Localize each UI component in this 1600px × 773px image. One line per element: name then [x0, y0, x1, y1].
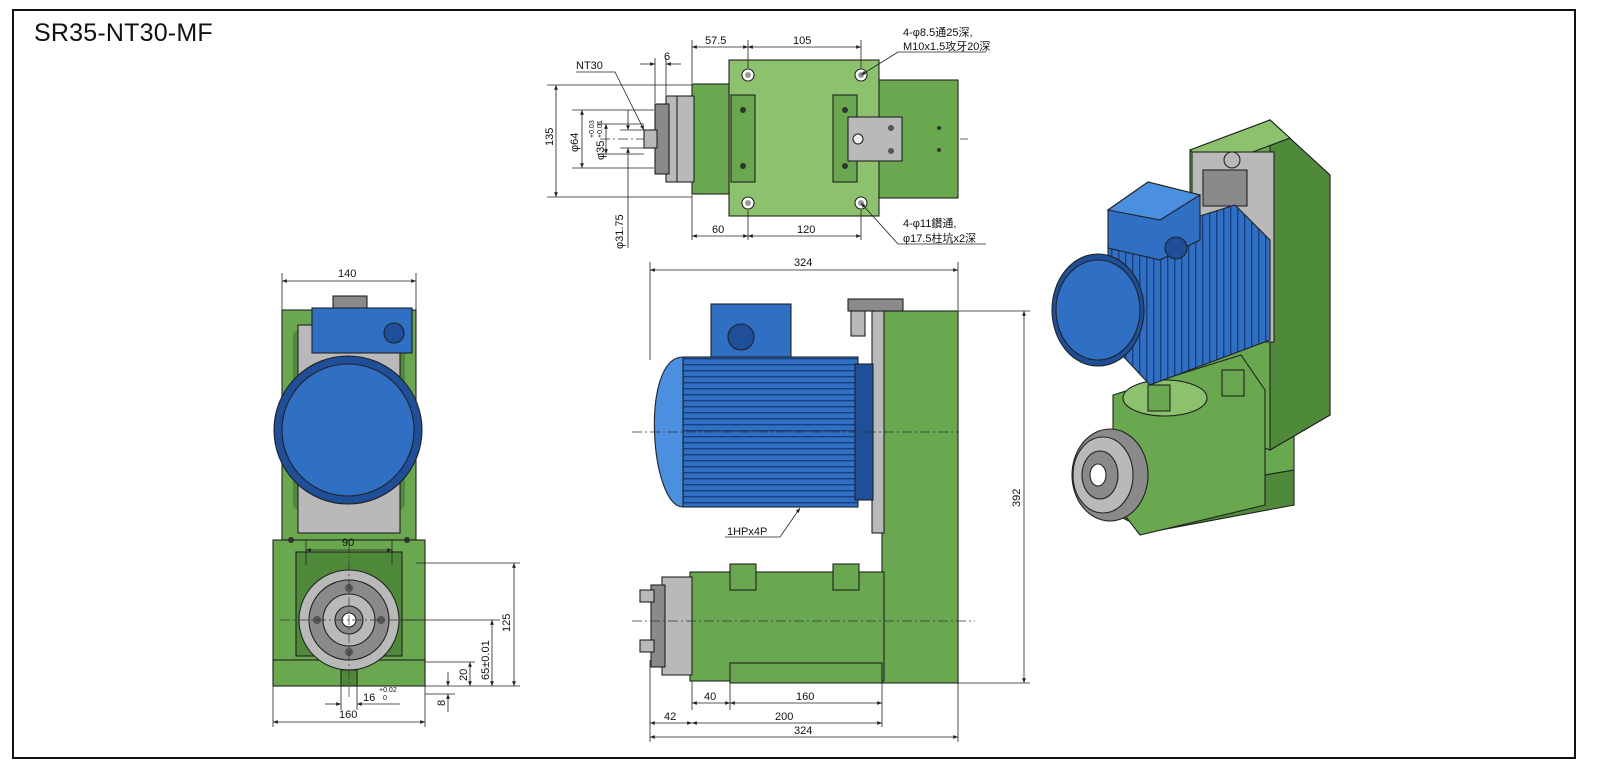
top-view-nt30-taper [643, 129, 658, 149]
dim-57-5: 57.5 [705, 35, 726, 47]
dim-140: 140 [338, 268, 356, 280]
dim-65: 65±0.01 [480, 640, 492, 680]
note-tapped-holes-1: 4-φ8.5通25深, [903, 26, 973, 39]
dim-324-top: 324 [794, 257, 812, 269]
dim-phi35-tol-upper: +0.03 [589, 120, 596, 138]
dim-16: 16 [363, 692, 375, 704]
drawing-title: SR35-NT30-MF [34, 19, 213, 47]
dim-42: 42 [664, 711, 676, 723]
label-nt30: NT30 [576, 60, 603, 72]
dim-392: 392 [1011, 489, 1023, 507]
drawing-frame [12, 9, 1576, 759]
dim-phi31-75: φ31.75 [614, 214, 626, 249]
front-view: 140 [272, 268, 520, 727]
top-view-nose [665, 95, 695, 183]
dim-125: 125 [501, 614, 513, 632]
note-through-holes-2: φ17.5柱坑x2深 [903, 231, 976, 245]
note-through-holes-1: 4-φ11鑽通, [903, 216, 956, 230]
dim-90: 90 [342, 537, 354, 549]
dim-phi64: φ64 [569, 133, 581, 152]
dim-120: 120 [797, 224, 815, 236]
dim-60: 60 [712, 224, 724, 236]
top-view: 6 57.5 105 NT30 135 φ64 [544, 26, 990, 249]
side-view: 324 1HPx4P [632, 257, 1030, 742]
dim-160-front: 160 [339, 709, 357, 721]
side-view-column [881, 310, 959, 684]
dim-324-bottom: 324 [794, 725, 812, 737]
label-motor: 1HPx4P [727, 526, 767, 538]
note-tapped-holes-2: M10x1.5攻牙20深 [903, 39, 990, 53]
dim-160-side: 160 [796, 691, 814, 703]
dim-200: 200 [775, 711, 793, 723]
dim-8: 8 [436, 700, 448, 706]
dim-16-tol-lower: 0 [383, 695, 387, 702]
dim-6: 6 [664, 51, 670, 63]
dim-135: 135 [544, 128, 556, 146]
dim-20: 20 [458, 669, 470, 681]
dim-40: 40 [704, 691, 716, 703]
dim-phi35-tol-lower: +0.01 [597, 120, 604, 138]
isometric-view [1051, 118, 1331, 536]
dim-105: 105 [793, 35, 811, 47]
dim-16-tol-upper: +0.02 [379, 687, 397, 694]
dim-phi35: φ35 [595, 141, 607, 160]
